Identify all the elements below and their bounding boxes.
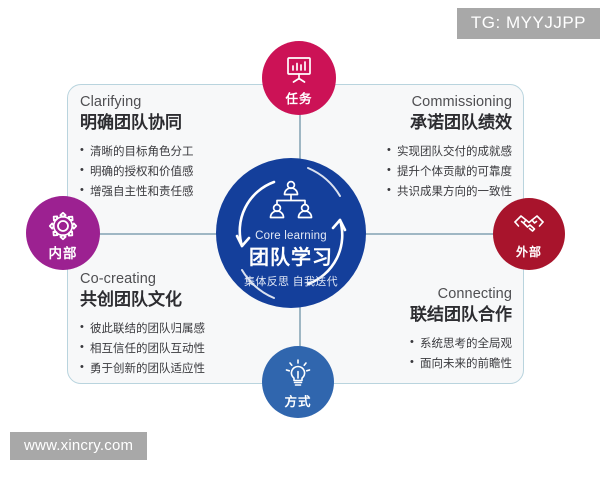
list-item: 明确的授权和价值感	[80, 161, 194, 182]
quadrant-connecting-chinese: 联结团队合作	[410, 305, 512, 325]
quadrant-cocreating: Co-creating 共创团队文化 彼此联结的团队归属感 相互信任的团队互动性…	[80, 270, 205, 379]
hub-chinese-title: 团队学习	[249, 246, 333, 269]
quadrant-cocreating-chinese: 共创团队文化	[80, 290, 182, 310]
org-chart-icon	[263, 180, 319, 227]
list-item: 实现团队交付的成就感	[387, 141, 512, 162]
hub-core-learning: Core learning 团队学习 集体反思 自我迭代	[216, 158, 366, 308]
list-item: 相互信任的团队互动性	[80, 338, 205, 359]
list-item: 勇于创新的团队适应性	[80, 358, 205, 379]
list-item: 共识成果方向的一致性	[387, 181, 512, 202]
list-item: 面向未来的前瞻性	[410, 353, 512, 374]
watermark-website: www.xincry.com	[10, 432, 148, 460]
node-method-label: 方式	[284, 395, 312, 409]
node-external-label: 外部	[515, 245, 542, 259]
quadrant-connecting: Connecting 联结团队合作 系统思考的全局观 面向未来的前瞻性	[330, 285, 512, 374]
node-method[interactable]: 方式	[262, 346, 334, 418]
quadrant-cocreating-bullets: 彼此联结的团队归属感 相互信任的团队互动性 勇于创新的团队适应性	[80, 318, 205, 379]
quadrant-cocreating-english: Co-creating	[80, 271, 157, 287]
quadrant-clarifying-bullets: 清晰的目标角色分工 明确的授权和价值感 增强自主性和责任感	[80, 141, 194, 202]
gear-icon	[48, 211, 78, 246]
hub-text-block: Core learning 团队学习 集体反思 自我迭代	[216, 230, 366, 289]
quadrant-commissioning: Commissioning 承诺团队绩效 实现团队交付的成就感 提升个体贡献的可…	[330, 93, 512, 202]
list-item: 彼此联结的团队归属感	[80, 318, 205, 339]
hub-subtitle: 集体反思 自我迭代	[244, 275, 338, 288]
quadrant-connecting-bullets: 系统思考的全局观 面向未来的前瞻性	[410, 333, 512, 374]
presentation-chart-icon	[284, 56, 314, 89]
node-internal[interactable]: 内部	[26, 196, 100, 270]
quadrant-clarifying-chinese: 明确团队协同	[80, 113, 182, 133]
list-item: 提升个体贡献的可靠度	[387, 161, 512, 182]
cycle-arrows-icon	[235, 167, 347, 299]
list-item: 清晰的目标角色分工	[80, 141, 194, 162]
watermark-telegram: TG: MYYJJPP	[456, 8, 600, 39]
quadrant-connecting-english: Connecting	[437, 286, 512, 302]
handshake-icon	[513, 213, 545, 242]
quadrant-clarifying-english: Clarifying	[80, 94, 142, 110]
node-task-label: 任务	[285, 92, 313, 106]
node-internal-label: 内部	[48, 246, 78, 261]
quadrant-commissioning-bullets: 实现团队交付的成就感 提升个体贡献的可靠度 共识成果方向的一致性	[387, 141, 512, 202]
quadrant-clarifying: Clarifying 明确团队协同 清晰的目标角色分工 明确的授权和价值感 增强…	[80, 93, 194, 202]
list-item: 增强自主性和责任感	[80, 181, 194, 202]
node-task[interactable]: 任务	[262, 41, 336, 115]
quadrant-commissioning-english: Commissioning	[411, 94, 512, 110]
list-item: 系统思考的全局观	[410, 333, 512, 354]
hub-english-label: Core learning	[255, 230, 327, 242]
lightbulb-icon	[283, 359, 313, 394]
node-external[interactable]: 外部	[493, 198, 565, 270]
quadrant-commissioning-chinese: 承诺团队绩效	[410, 113, 512, 133]
